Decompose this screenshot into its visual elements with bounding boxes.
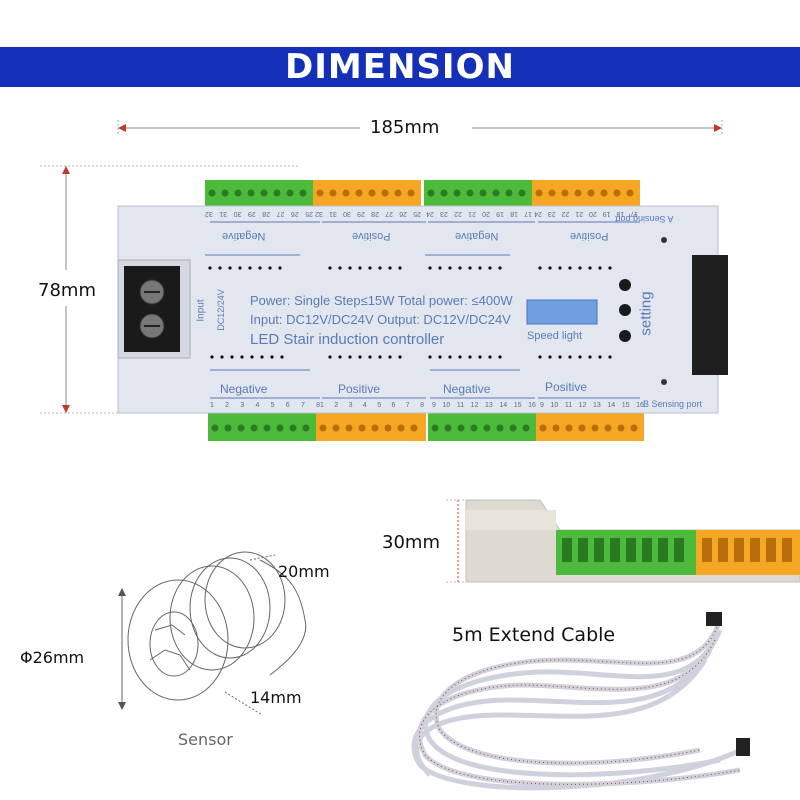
bottom-pins-d: 9 10 11 12 13 14 15 16 [540,402,644,409]
pin: 15 [621,402,630,409]
depth-label: 30mm [382,532,440,553]
pin: 4 [362,402,367,409]
bottom-label-negative-1: Negative [220,382,268,396]
pin: 16 [528,402,536,409]
pin: 13 [485,402,493,409]
title-banner [0,47,800,87]
pin: 1 [210,402,214,409]
speed-light-label: Speed light [527,330,583,342]
input-spec: Input: DC12V/DC24V Output: DC12V/DC24V [250,312,511,327]
bottom-pins-a: 1 2 3 4 5 6 7 8 [210,402,320,409]
pin: 6 [391,402,396,409]
pin: 2 [225,402,230,409]
width-label: 185mm [370,117,440,138]
pin: 5 [377,402,382,409]
pin: 11 [564,402,573,409]
pin: 13 [593,402,601,409]
banner-title: DIMENSION [285,47,515,87]
pin: 7 [300,402,305,409]
pin: 3 [348,402,353,409]
sensor-diameter: Φ26mm [20,648,85,667]
sensor-label: Sensor [178,730,233,749]
pin: 11 [456,402,465,409]
pin: 8 [316,402,320,409]
b-sensing-port: B Sensing port [643,399,703,409]
pin: 12 [470,402,479,409]
height-label: 78mm [38,280,96,301]
bottom-pins-b: 1 2 3 4 5 6 7 8 [320,402,424,409]
pin: 14 [499,402,508,409]
pin: 16 [636,402,644,409]
pin: 6 [285,402,290,409]
pin: 4 [255,402,260,409]
bottom-label-positive-2: Positive [545,380,588,394]
sensor-height-b: 14mm [250,688,302,707]
bottom-label-negative-2: Negative [443,382,491,396]
sensor-height-a: 20mm [278,562,330,581]
pin: 14 [607,402,616,409]
pin: 10 [550,402,559,409]
pin: 7 [405,402,410,409]
pin: 12 [578,402,587,409]
pin: 5 [270,402,275,409]
pin: 10 [442,402,451,409]
bottom-label-positive-1: Positive [338,382,381,396]
pin: 9 [432,402,436,409]
cable-label: 5m Extend Cable [452,624,616,646]
pin: 9 [540,402,544,409]
pin: 15 [513,402,522,409]
power-spec: Power: Single Step≤15W Total power: ≤400… [250,293,513,308]
bottom-pins-c: 9 10 11 12 13 14 15 16 [432,402,536,409]
controller-title: LED Stair induction controller [250,331,445,348]
pin: 1 [320,402,324,409]
pin: 8 [420,402,424,409]
pin: 3 [240,402,245,409]
pin: 2 [334,402,339,409]
